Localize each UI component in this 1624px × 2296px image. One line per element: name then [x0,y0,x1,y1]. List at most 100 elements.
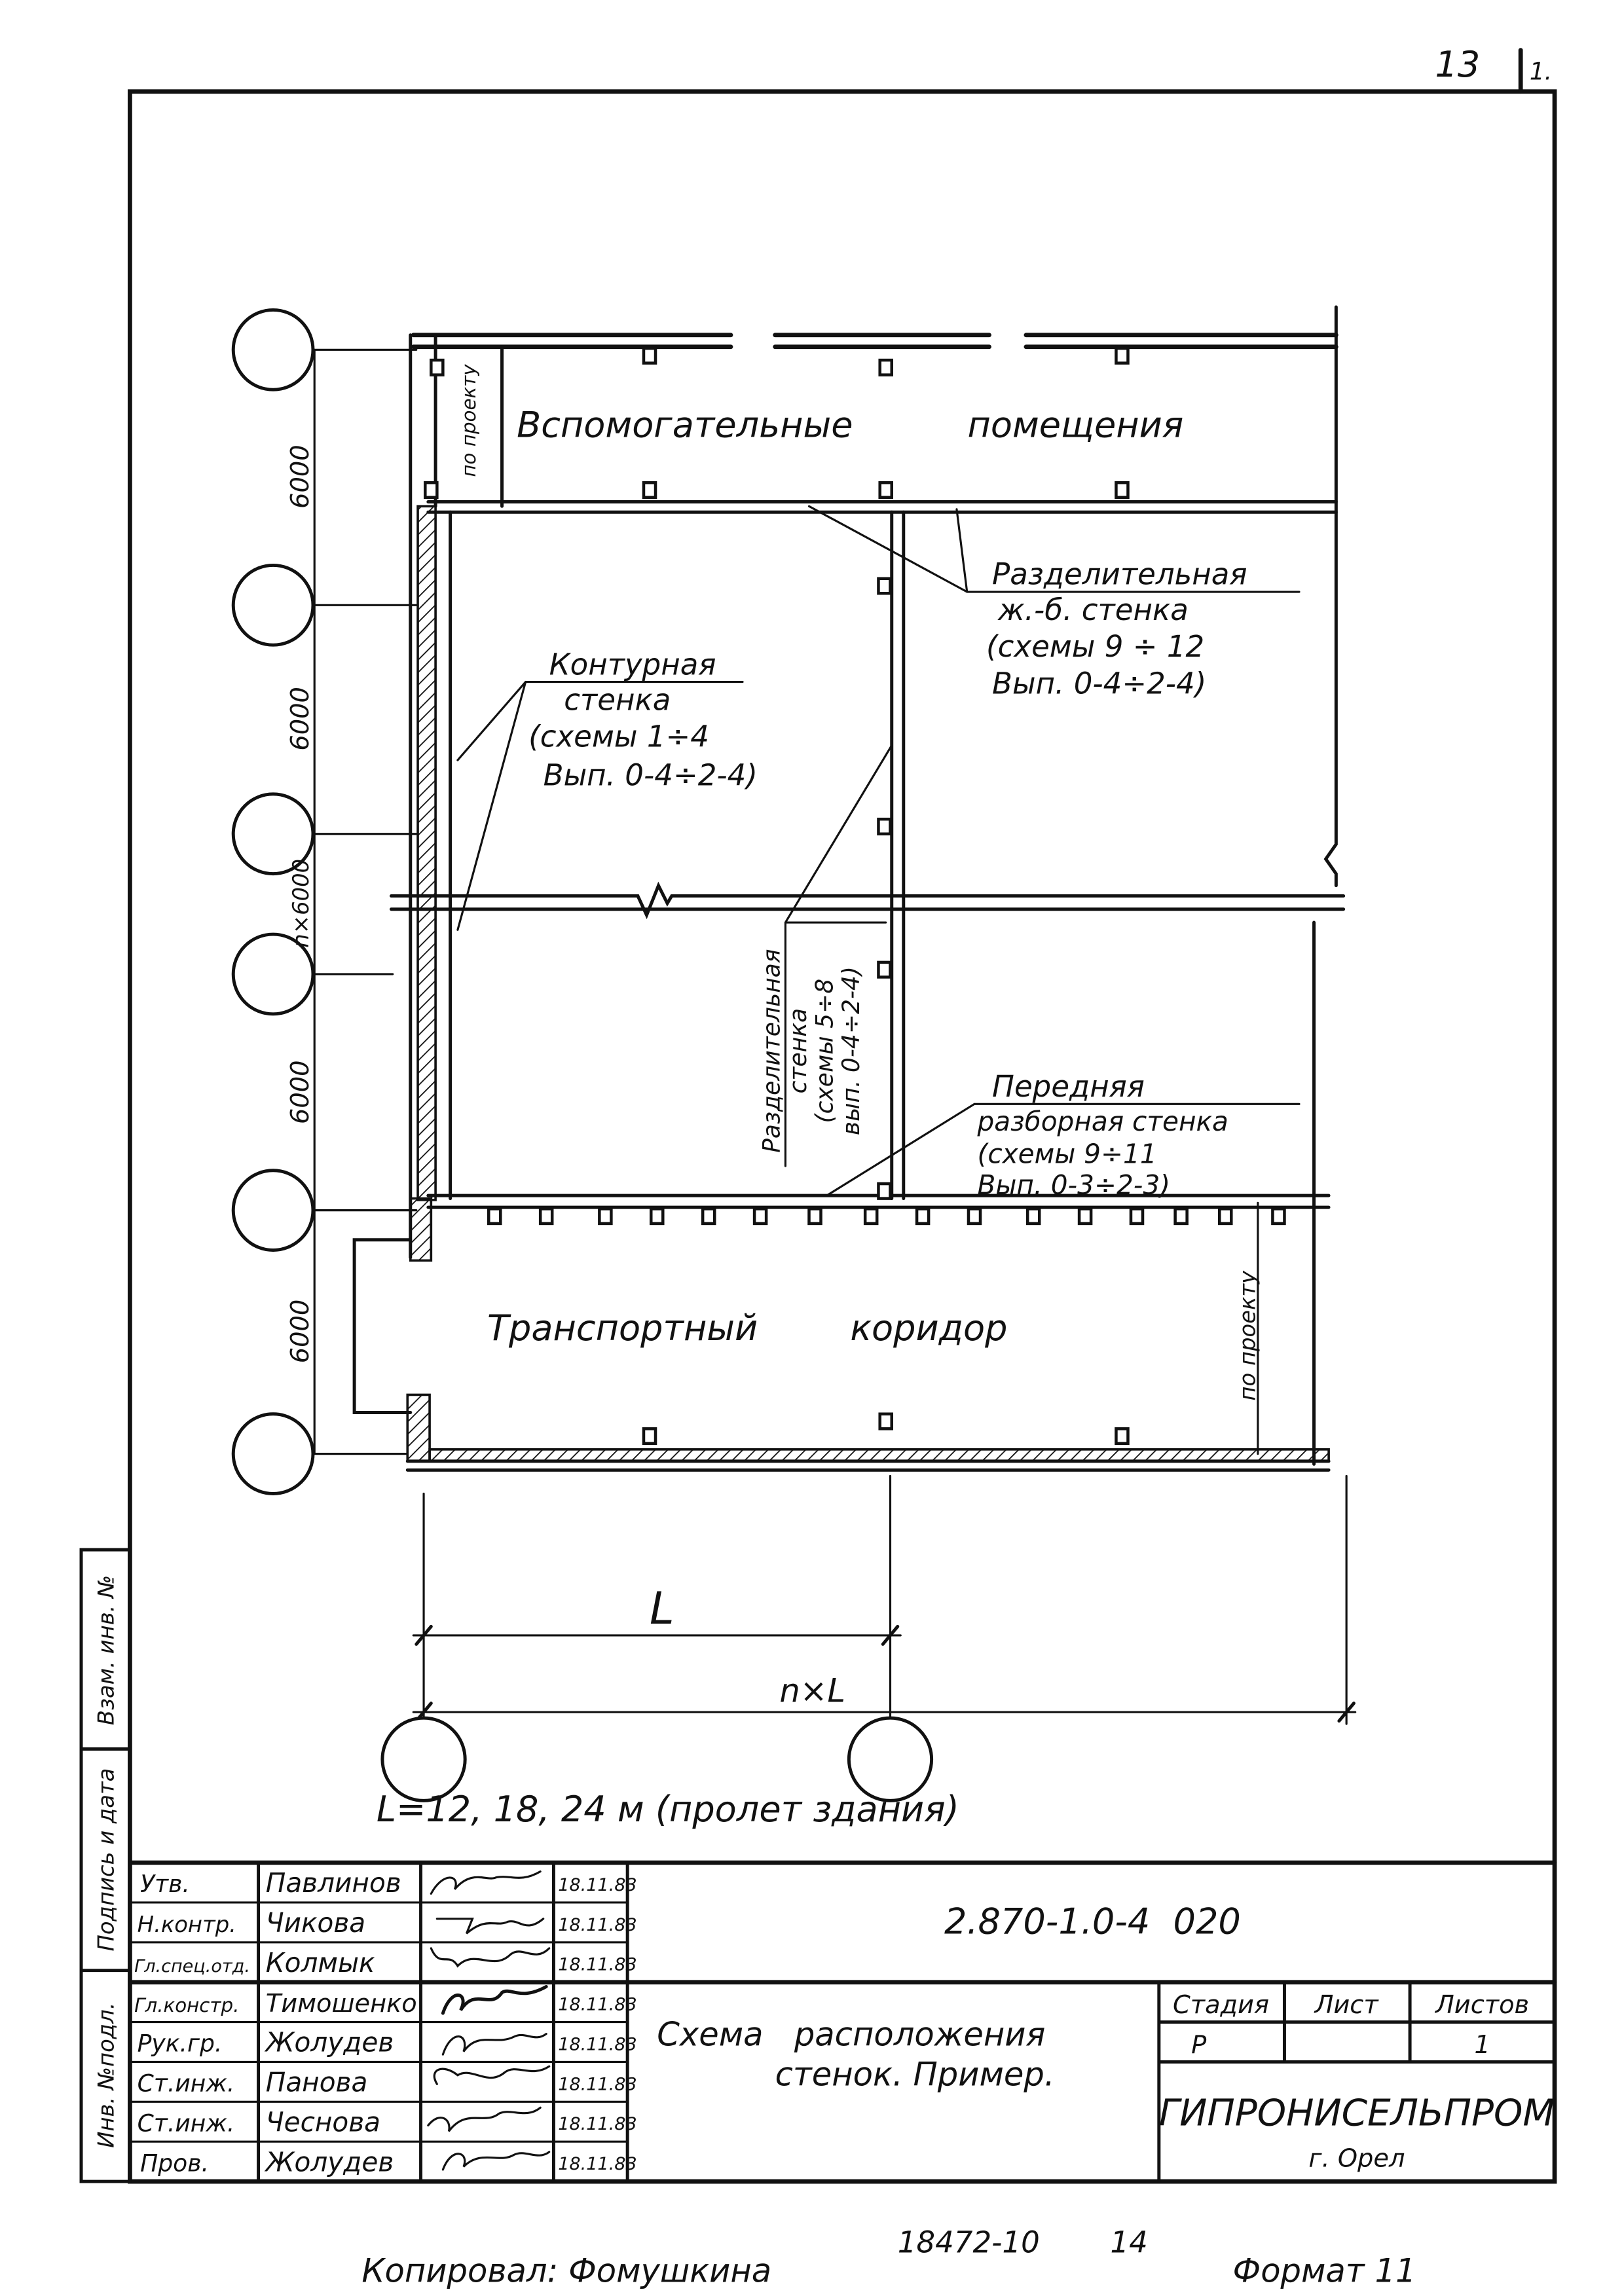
staff-date: 18.11.83 [558,2034,637,2054]
wall-post [1115,481,1130,499]
callout-line: стенка [564,682,671,717]
staff-name: Чеснова [266,2106,380,2138]
callout-line: Контурная [549,647,716,682]
wall-post [878,481,893,499]
wall-post [1077,1207,1093,1226]
span-note: L=12, 18, 24 м (пролет здания) [377,1789,959,1830]
organization-name: ГИПРОНИСЕЛЬПРОМ [1159,2092,1555,2134]
wall-post [424,481,439,499]
staff-role: Гл.спец.отд. [134,1956,250,1977]
wall-post [650,1207,665,1226]
room-corridor: Транспортный коридор [487,1307,1007,1349]
wall-post [487,1207,502,1226]
wall-post [967,1207,982,1226]
axis-dimension: 6000 [286,445,315,509]
callout-line: Разделительная [992,557,1247,592]
wall-post [877,1182,892,1200]
dimension-span: L [650,1582,674,1634]
wall-posts [424,346,1286,1446]
callout-contour-wall: Контурная стенка (схемы 1÷4 Вып. 0-4÷2-4… [456,647,758,931]
staff-role: Утв. [140,1870,190,1898]
stage-label: Стадия [1173,1990,1269,2020]
wall-post [430,358,445,376]
room-auxiliary-note: по проекту [458,364,480,477]
organization-city: г. Орел [1308,2144,1405,2174]
staff-name: Колмык [266,1947,375,1978]
callout-line: Вып. 0-4÷2-4) [992,666,1206,701]
corner-page-number: 13 [1435,44,1480,85]
staff-role: Рук.гр. [138,2030,223,2058]
bottom-dimensions: L n×L L=12, 18, 24 м (пролет здания) [377,1474,1357,1830]
axis-dimension: 6000 [286,1061,315,1125]
staff-row: Н.контр. Чикова 18.11.83 [138,1907,637,1939]
archive-page: 14 [1110,2225,1147,2259]
sheets-label: Листов [1434,1990,1529,2020]
wall-post [642,481,657,499]
wall-post [1271,1207,1286,1226]
room-auxiliary: Вспомогательные помещения [517,404,1183,445]
signature [441,2151,551,2171]
signatures [427,1870,551,2171]
callout-line: стенка [784,1008,812,1093]
staff-name: Жолудев [264,2146,394,2178]
wall-post [877,577,892,595]
axis-bubble [231,308,315,392]
wall-post [863,1207,879,1226]
staff-date: 18.11.83 [558,1995,637,2015]
corridor-end-wall [406,1393,431,1463]
room-corridor-note: по проекту [1234,1270,1260,1401]
staff-date: 18.11.83 [558,1915,637,1935]
wall-post [1025,1207,1041,1226]
axis-bubble [231,1412,315,1495]
wall-post [1173,1207,1189,1226]
callout-line: Вып. 0-3÷2-3) [978,1169,1171,1201]
staff-row: Ст.инж. Панова 18.11.83 [138,2067,637,2098]
axis-bubble [231,792,315,876]
side-stamp: Взам. инв. № Подпись и дата Инв. №подл. [79,1548,132,2183]
staff-name: Павлинов [266,1867,401,1899]
callout-line: ж.-б. стенка [997,592,1189,627]
callout-line: (схемы 1÷4 [528,720,709,754]
side-stamp-replacement: Взам. инв. № [94,1575,119,1725]
corridor-end-wall [409,1197,433,1262]
sheet-frame [128,48,1557,2184]
callout-line: вып. 0-4÷2-4) [838,966,865,1135]
staff-row: Гл.спец.отд. Колмык 18.11.83 [134,1947,637,1978]
wall-post [1129,1207,1145,1226]
staff-date: 18.11.83 [558,2074,637,2094]
drawing-title-line: Схема расположения [657,2016,1045,2054]
signature [441,2033,547,2056]
staff-date: 18.11.83 [558,1875,637,1895]
sheet-label: Лист [1314,1990,1380,2020]
callout-line: (схемы 9 ÷ 12 [986,629,1204,664]
staff-name: Жолудев [264,2027,394,2058]
staff-name: Панова [266,2067,368,2098]
corridor-bottom-wall [428,1448,1330,1463]
staff-row: Утв. Павлинов 18.11.83 [140,1867,637,1899]
staff-name: Чикова [266,1907,365,1939]
wall-post [878,358,893,376]
signature [427,2106,542,2132]
archive-number: 18472-10 [898,2225,1040,2259]
axis-dimension: n×6000 [288,859,314,948]
callout-line: Передняя [992,1069,1145,1104]
axis-bubble [231,1169,315,1252]
wall-post [807,1207,822,1226]
wall-post [877,817,892,836]
title-block: Утв. Павлинов 18.11.83 Н.контр. Чикова 1… [128,1860,1557,2183]
wall-post [1218,1207,1233,1226]
building-plan [352,305,1346,1472]
wall-post [598,1207,613,1226]
axis-dimension: 6000 [286,687,315,751]
axis-bubble [231,932,315,1016]
staff-row: Пров. Жолудев 18.11.83 [140,2146,637,2178]
axis-dimension: 6000 [286,1300,315,1364]
left-axis-grid: 6000 6000 n×6000 6000 6000 [231,308,418,1495]
callout-line: разборная стенка [977,1106,1228,1137]
wall-post [752,1207,768,1226]
stage-value: Р [1191,2030,1207,2060]
axis-bubble [847,1716,934,1802]
wall-post [538,1207,554,1226]
callout-line: (схемы 5÷8 [811,979,839,1123]
signature [430,1870,542,1895]
